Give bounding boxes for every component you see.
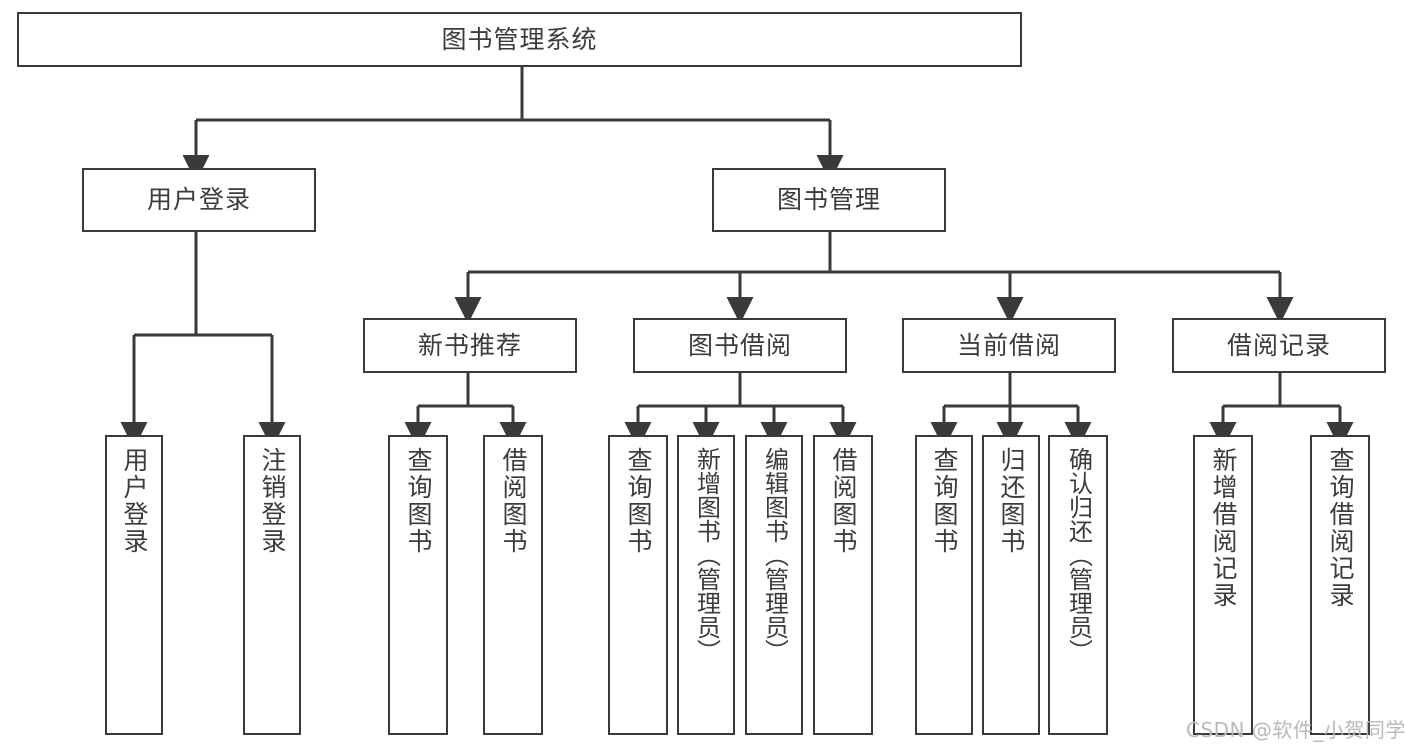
- leaf-cb-confirm-return-admin-label: 确认归还（管理员）: [1064, 447, 1093, 663]
- node-borrow-record-label: 借阅记录: [1226, 330, 1331, 360]
- node-current-borrow[interactable]: 当前借阅: [902, 318, 1116, 373]
- node-user-login-label: 用户登录: [146, 185, 251, 215]
- leaf-cb-return-book[interactable]: 归还图书: [982, 435, 1040, 735]
- leaf-user-login[interactable]: 用户登录: [105, 435, 163, 735]
- leaf-logout-label: 注销登录: [258, 447, 287, 555]
- node-root[interactable]: 图书管理系统: [17, 12, 1022, 67]
- leaf-bb-edit-book-admin[interactable]: 编辑图书（管理员）: [745, 435, 803, 735]
- leaf-br-query-record-label: 查询借阅记录: [1326, 447, 1355, 609]
- leaf-nb-query-book-label: 查询图书: [404, 447, 433, 555]
- leaf-user-login-label: 用户登录: [120, 447, 149, 555]
- node-borrow-record[interactable]: 借阅记录: [1172, 318, 1386, 373]
- leaf-bb-query-book[interactable]: 查询图书: [608, 435, 668, 735]
- node-book-borrow-label: 图书借阅: [687, 330, 792, 360]
- node-book-management[interactable]: 图书管理: [712, 168, 946, 232]
- node-user-login[interactable]: 用户登录: [82, 168, 316, 232]
- leaf-cb-query-book[interactable]: 查询图书: [915, 435, 973, 735]
- node-root-label: 图书管理系统: [441, 24, 598, 54]
- leaf-cb-return-book-label: 归还图书: [997, 447, 1026, 555]
- leaf-bb-add-book-admin-label: 新增图书（管理员）: [692, 447, 721, 663]
- csdn-watermark: CSDN @软件_小贺同学: [1186, 718, 1405, 742]
- leaf-logout[interactable]: 注销登录: [243, 435, 301, 735]
- leaf-bb-add-book-admin[interactable]: 新增图书（管理员）: [677, 435, 735, 735]
- leaf-bb-borrow-book-label: 借阅图书: [829, 447, 858, 555]
- leaf-nb-query-book[interactable]: 查询图书: [388, 435, 448, 735]
- leaf-cb-query-book-label: 查询图书: [930, 447, 959, 555]
- leaf-cb-confirm-return-admin[interactable]: 确认归还（管理员）: [1048, 435, 1108, 735]
- node-book-borrow[interactable]: 图书借阅: [633, 318, 847, 373]
- leaf-bb-query-book-label: 查询图书: [624, 447, 653, 555]
- leaf-bb-borrow-book[interactable]: 借阅图书: [813, 435, 873, 735]
- node-new-book-recommend-label: 新书推荐: [417, 330, 522, 360]
- leaf-nb-borrow-book[interactable]: 借阅图书: [483, 435, 543, 735]
- node-book-management-label: 图书管理: [776, 185, 881, 215]
- leaf-nb-borrow-book-label: 借阅图书: [499, 447, 528, 555]
- node-new-book-recommend[interactable]: 新书推荐: [363, 318, 577, 373]
- leaf-br-add-record[interactable]: 新增借阅记录: [1193, 435, 1253, 735]
- node-current-borrow-label: 当前借阅: [956, 330, 1061, 360]
- leaf-bb-edit-book-admin-label: 编辑图书（管理员）: [760, 447, 789, 663]
- leaf-br-query-record[interactable]: 查询借阅记录: [1310, 435, 1370, 735]
- leaf-br-add-record-label: 新增借阅记录: [1209, 447, 1238, 609]
